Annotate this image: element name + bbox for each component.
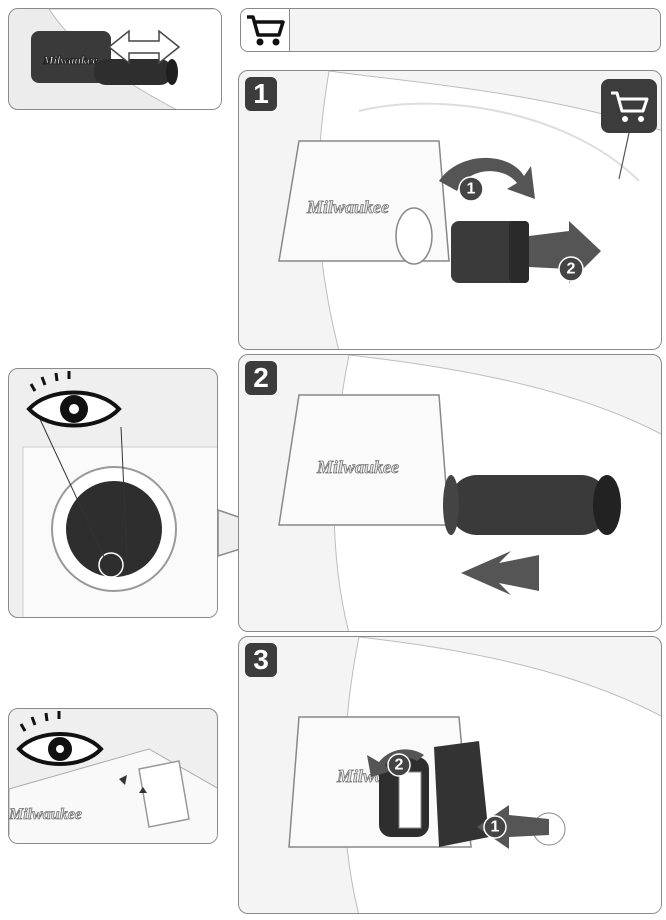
svg-text:1: 1: [467, 181, 476, 198]
callout-1: [458, 176, 484, 202]
arrow-icon: [461, 551, 539, 595]
battery-tube: [94, 59, 172, 85]
brand-label: Milwaukee: [316, 457, 399, 477]
tool-body: [31, 31, 111, 83]
rotate-arrow-icon: [367, 749, 424, 777]
step-2-detail-panel: [8, 368, 218, 618]
double-arrow-icon: [107, 29, 181, 65]
step-number-badge: 2: [245, 361, 277, 395]
callout-2: [558, 256, 584, 282]
callout-2: [387, 753, 411, 777]
callout-1: [483, 815, 507, 839]
brand-label: Milwaukee: [9, 806, 82, 823]
step-1-panel: Milwaukee 1 2 1: [238, 70, 662, 350]
header-bar: [289, 8, 661, 52]
step-number-badge: 1: [245, 77, 277, 111]
eye-icon: [16, 711, 104, 766]
step-1-illustration: Milwaukee 1 2: [278, 71, 661, 349]
svg-text:2: 2: [567, 261, 576, 278]
cart-icon: [611, 91, 649, 113]
step-number-badge: 3: [245, 643, 277, 677]
step-2-detail-illustration: [22, 371, 217, 617]
battery-end: [66, 481, 162, 577]
overview-illustration: Milwaukee: [31, 9, 221, 109]
step-3-panel: Milwaukee 2 1 3: [238, 636, 662, 914]
svg-text:2: 2: [395, 757, 404, 774]
brand-label: Milwaukee: [42, 53, 98, 67]
step-3-detail-panel: Milwaukee: [8, 708, 218, 844]
cart-badge: [601, 79, 657, 133]
cart-icon: [247, 15, 285, 46]
step-2-illustration: Milwaukee: [278, 355, 661, 631]
battery-cap: [434, 741, 489, 847]
rotate-arrow-icon: [439, 157, 535, 199]
brand-label: Milwaukee: [306, 197, 389, 217]
battery-tube: [449, 475, 609, 535]
eye-icon: [26, 371, 122, 428]
step-2-panel: Milwaukee 2: [238, 354, 662, 632]
svg-text:1: 1: [491, 819, 500, 836]
overview-panel: Milwaukee: [8, 8, 222, 110]
step-3-illustration: Milwaukee 2 1: [288, 637, 661, 913]
header-cart-box: [240, 8, 290, 52]
step-3-detail-illustration: Milwaukee: [9, 711, 217, 843]
